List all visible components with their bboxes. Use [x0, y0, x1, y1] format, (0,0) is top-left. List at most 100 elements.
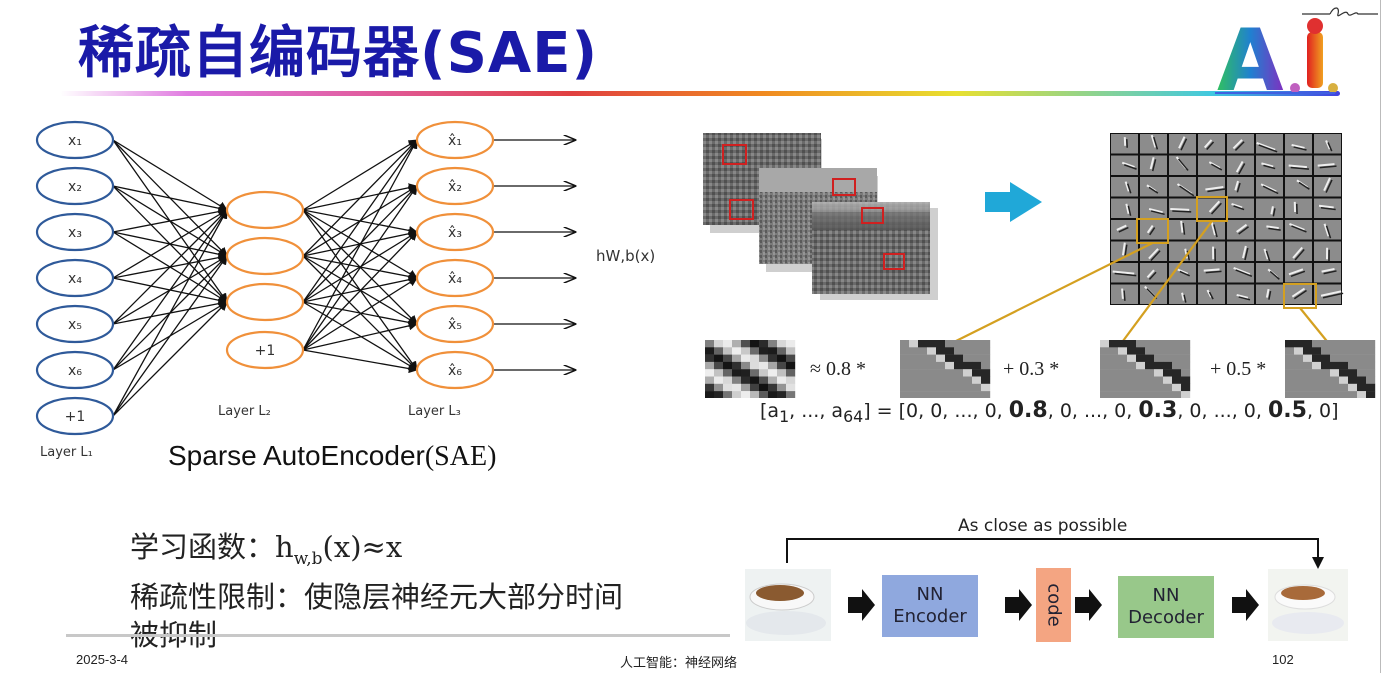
patch-pixel — [777, 340, 787, 348]
filter-stroke — [1179, 185, 1195, 197]
patch-pixel — [1321, 347, 1331, 355]
filter-stroke — [1294, 248, 1305, 261]
filter-stroke — [1290, 166, 1309, 170]
patch-pixel — [900, 376, 910, 384]
patch-pixel — [963, 361, 973, 370]
filter-stroke — [1182, 222, 1186, 235]
feedback-arrow — [786, 538, 1324, 569]
filter-stroke — [1184, 248, 1189, 259]
patch-pixel — [1109, 383, 1119, 392]
patch-pixel — [705, 340, 715, 348]
filter-stroke — [1242, 245, 1247, 259]
patch-pixel — [1366, 354, 1376, 363]
filter-stroke — [1262, 185, 1279, 195]
patch-pixel — [954, 376, 964, 384]
patch-pixel — [972, 391, 982, 398]
patch-pixel — [981, 361, 991, 370]
patch-pixel — [1321, 383, 1331, 392]
svg-text:x̂₆: x̂₆ — [448, 363, 462, 379]
patch-pixel — [936, 354, 946, 363]
learned-filter — [1140, 177, 1167, 197]
patch-pixel — [1294, 354, 1304, 363]
patch-pixel — [954, 369, 964, 377]
patch-pixel — [768, 354, 778, 363]
patch-pixel — [981, 340, 991, 348]
h-symbol: h — [275, 530, 294, 564]
footer-title: 人工智能：神经网络 — [620, 655, 738, 670]
patch-pixel — [1339, 376, 1349, 384]
patch-pixel — [1294, 391, 1304, 398]
hidden-node — [225, 236, 305, 276]
patch-pixel — [705, 361, 715, 370]
patch-pixel — [732, 369, 742, 377]
hidden-node: +1 — [225, 330, 305, 370]
patch-pixel — [1312, 361, 1322, 370]
patch-pixel — [786, 347, 796, 355]
filter-stroke — [1118, 226, 1129, 233]
formula-part: , ..., a — [789, 400, 844, 422]
patch-pixel — [954, 340, 964, 348]
filter-stroke — [1125, 203, 1130, 214]
patch-pixel — [1163, 383, 1173, 392]
output-node: x̂₆ — [415, 350, 495, 390]
patch-pixel — [1127, 361, 1137, 370]
patch-pixel — [1172, 369, 1182, 377]
filter-stroke — [1231, 202, 1243, 209]
filter-stroke — [1288, 268, 1304, 276]
patch-pixel — [1285, 383, 1295, 392]
patch-pixel — [900, 369, 910, 377]
patch-pixel — [732, 383, 742, 392]
patch-pixel — [714, 383, 724, 392]
coefficient-3: + 0.5 * — [1210, 358, 1267, 380]
filter-stroke — [1152, 136, 1159, 150]
patch-pixel — [1118, 391, 1128, 398]
layer-label-l2: Layer L₂ — [218, 404, 271, 419]
patch-pixel — [1366, 383, 1376, 392]
filter-stroke — [1150, 210, 1165, 216]
patch-pixel — [900, 354, 910, 363]
patch-pixel — [1172, 391, 1182, 398]
output-node: x̂₄ — [415, 258, 495, 298]
filter-stroke — [1318, 204, 1334, 209]
patch-pixel — [972, 376, 982, 384]
patch-pixel — [759, 340, 769, 348]
patch-pixel — [1330, 391, 1340, 398]
patch-pixel — [1145, 376, 1155, 384]
patch-pixel — [1321, 361, 1331, 370]
patch-pixel — [945, 369, 955, 377]
filter-stroke — [1178, 136, 1186, 149]
svg-text:+1: +1 — [255, 343, 276, 359]
filter-stroke — [1244, 247, 1249, 261]
patch-pixel — [1285, 376, 1295, 384]
decoder-label-2: Decoder — [1128, 607, 1204, 628]
patch-pixel — [918, 361, 928, 370]
patch-pixel — [1163, 361, 1173, 370]
patch-pixel — [1100, 376, 1110, 384]
filter-stroke — [1266, 225, 1279, 230]
patch-pixel — [1366, 347, 1376, 355]
filter-stroke — [1177, 268, 1189, 275]
patch-pixel — [741, 376, 751, 384]
patch-pixel — [1100, 369, 1110, 377]
patch-pixel — [750, 347, 760, 355]
patch-box — [832, 178, 856, 196]
filter-stroke — [1232, 139, 1243, 150]
filter-stroke — [1234, 141, 1245, 151]
patch-pixel — [963, 347, 973, 355]
filter-stroke — [1325, 225, 1332, 239]
patch-pixel — [909, 361, 919, 370]
patch-pixel — [1294, 347, 1304, 355]
filter-stroke — [1236, 223, 1248, 233]
patch-pixel — [900, 340, 910, 348]
patch-pixel — [1357, 383, 1367, 392]
svg-text:+1: +1 — [65, 409, 86, 425]
patch-box — [861, 207, 884, 224]
patch-pixel — [1348, 391, 1358, 398]
patch-pixel — [1154, 391, 1164, 398]
filter-stroke — [1208, 200, 1221, 213]
filter-stroke — [1272, 208, 1276, 217]
learned-filter — [1198, 284, 1225, 304]
patch-pixel — [1109, 354, 1119, 363]
patch-pixel — [777, 354, 787, 363]
